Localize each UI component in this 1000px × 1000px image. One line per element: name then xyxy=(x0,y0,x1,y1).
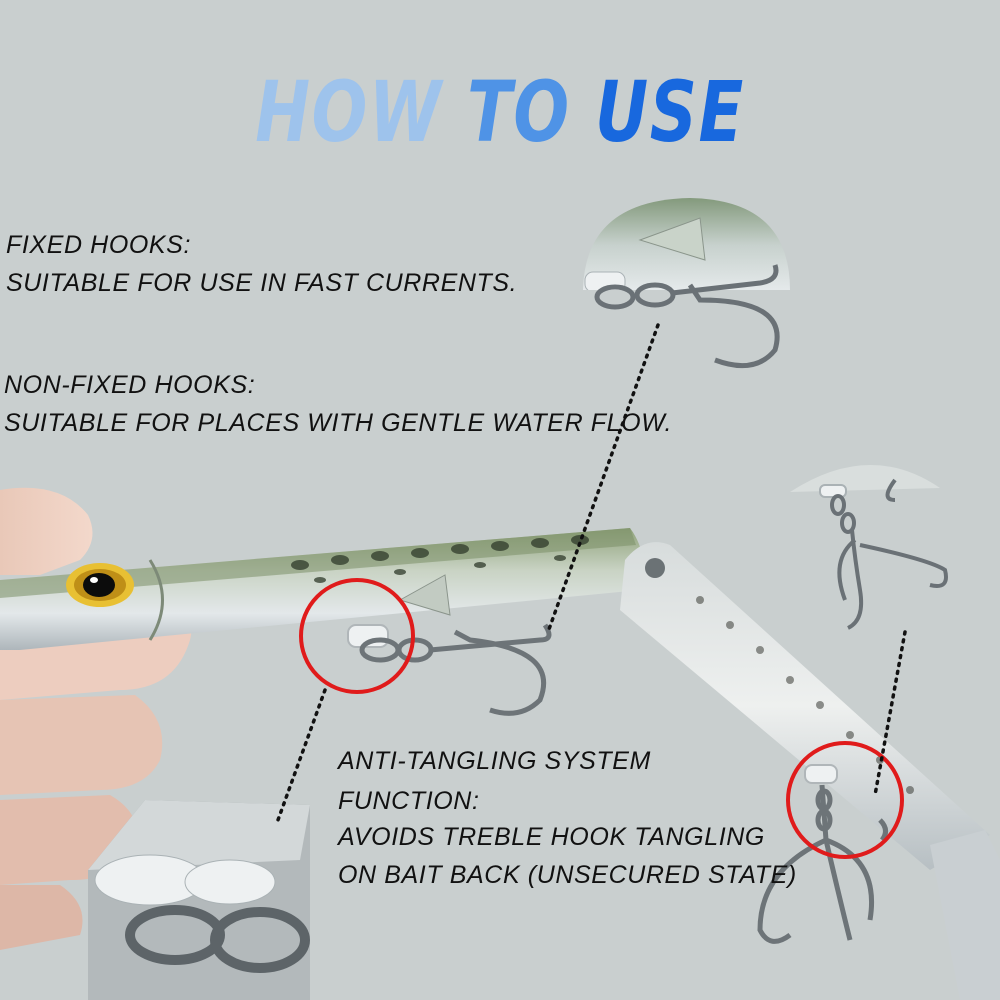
fixed-hooks-title: FIXED HOOKS: xyxy=(6,231,192,259)
inset-treble-hook-metal xyxy=(819,478,948,630)
anti-tangle-line3: AVOIDS TREBLE HOOK TANGLING xyxy=(338,823,765,851)
highlight-circle-main xyxy=(299,578,415,694)
inset-fixed-hook-metal xyxy=(594,264,780,369)
anti-tangle-line1: ANTI-TANGLING SYSTEM xyxy=(338,747,651,775)
highlight-circle-tail xyxy=(786,741,904,859)
nonfixed-hooks-title: NON-FIXED HOOKS: xyxy=(4,371,256,399)
leader-lines xyxy=(276,323,907,822)
anti-tangle-line4: ON BAIT BACK (UNSECURED STATE) xyxy=(338,861,797,889)
page-title: HOW TO USE xyxy=(110,70,890,154)
lure-tail xyxy=(620,542,1000,1000)
fixed-hooks-desc: SUITABLE FOR USE IN FAST CURRENTS. xyxy=(6,269,518,297)
inset-anti-tangle xyxy=(88,800,310,1000)
title-word-how: HOW xyxy=(255,63,443,161)
title-word-use: USE xyxy=(594,63,745,161)
lure-body xyxy=(0,528,644,650)
inset-treble-hook xyxy=(790,464,940,492)
treble-hook-tail xyxy=(757,764,888,944)
title-word-to: TO xyxy=(467,63,571,161)
anti-tangle-line2: FUNCTION: xyxy=(338,787,480,815)
nonfixed-hooks-desc: SUITABLE FOR PLACES WITH GENTLE WATER FL… xyxy=(4,409,673,437)
fixed-hook-main xyxy=(347,623,552,716)
